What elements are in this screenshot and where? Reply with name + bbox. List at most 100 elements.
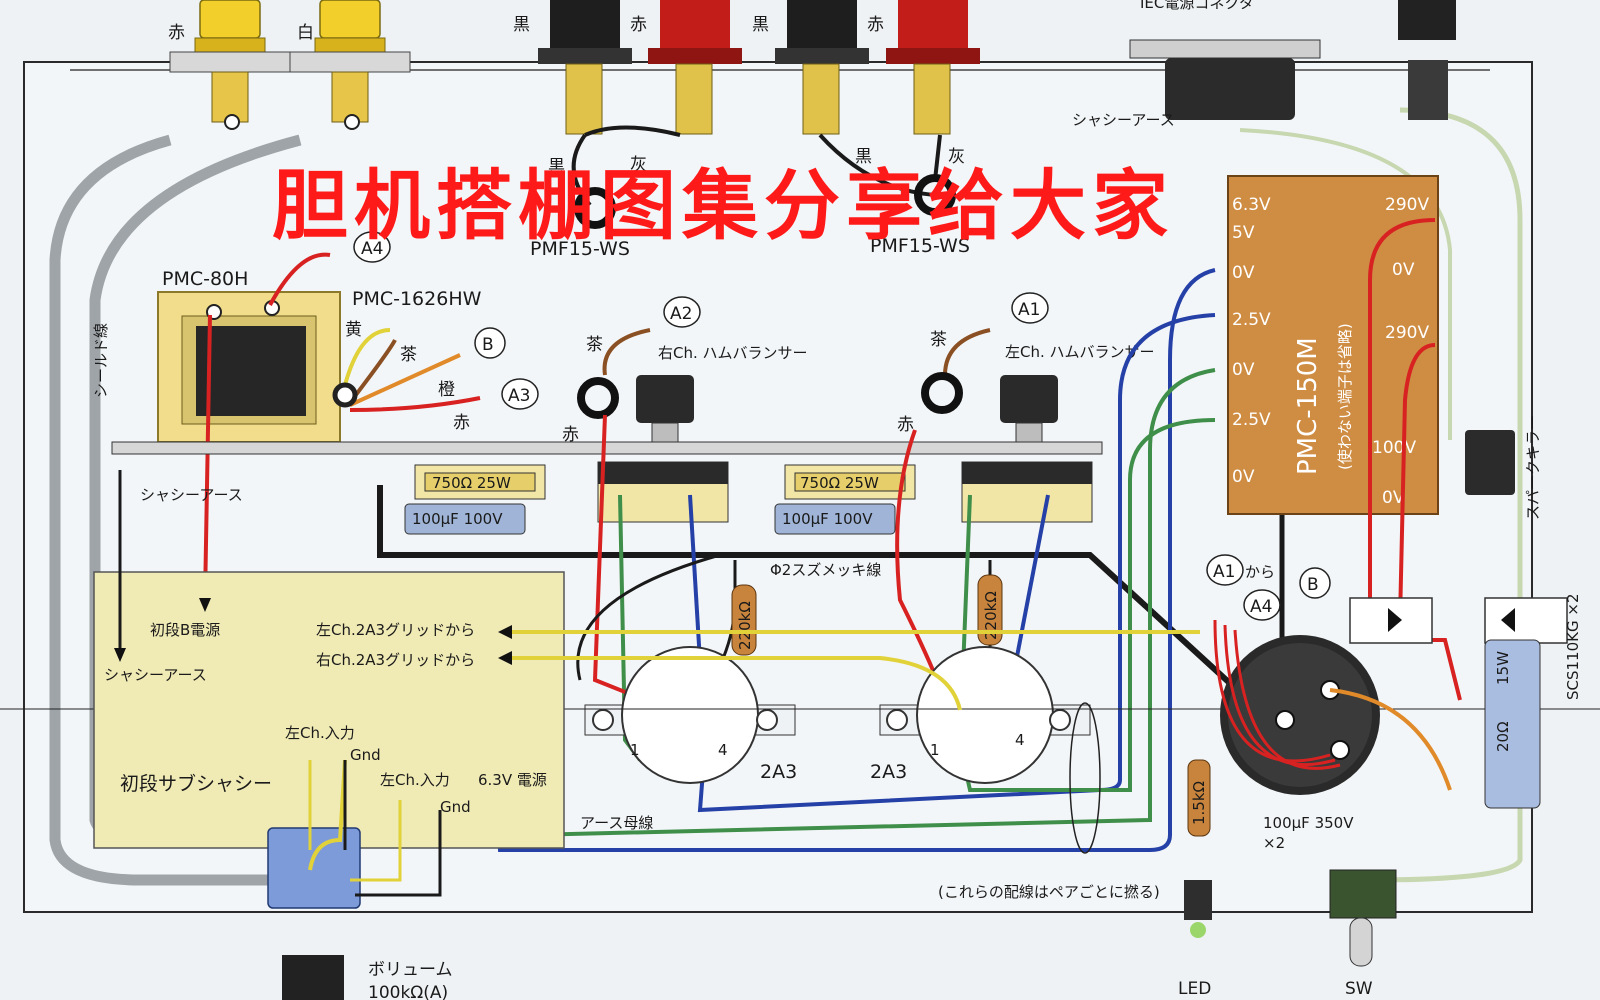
iec-inlet (1129, 39, 1321, 120)
svg-text:100V: 100V (1372, 438, 1416, 458)
cap-100u-b-label: 100μF 100V (782, 510, 873, 528)
wire-orange-label: 橙 (438, 380, 455, 400)
speaker-post-red-1 (648, 0, 742, 135)
blue-heater-wire (493, 268, 1216, 852)
svg-text:B: B (482, 335, 494, 355)
speaker-right-hai: 灰 (948, 147, 965, 167)
resistor-220k-b-label: 220kΩ (982, 591, 1000, 640)
pmc150m-transformer (1227, 175, 1439, 515)
marker-b-top: B (474, 327, 506, 359)
iec-label: IEC電源コネクタ (1140, 0, 1254, 12)
pmc1626hw-label: PMC-1626HW (352, 288, 482, 310)
green-heater-wire-2 (958, 418, 1216, 792)
svg-text:0V: 0V (1392, 260, 1415, 280)
speaker-red-1-label: 赤 (630, 15, 647, 35)
speaker-post-black-1 (538, 0, 632, 135)
rca-jack-white (289, 0, 411, 130)
sub-chassis-earth: シャシーアース (104, 666, 207, 684)
grommet-left (921, 372, 963, 414)
sub-chassis-title: 初段サブシャシー (120, 772, 272, 795)
sub-heater-supply: 6.3V 電源 (478, 771, 547, 789)
grid-wire-right-2 (576, 553, 721, 681)
marker-a4-top: A4 (353, 231, 391, 263)
rca-jack-red (169, 0, 291, 130)
diode-rectifier-1 (1349, 597, 1433, 644)
brown-right-label: 茶 (586, 335, 603, 355)
sub-left-grid: 左Ch.2A3グリッドから (316, 621, 475, 639)
volume-label: ボリューム (368, 960, 453, 980)
svg-text:A4: A4 (1250, 597, 1272, 617)
wire-red-label: 赤 (453, 413, 470, 433)
b-supply-taps (1213, 619, 1341, 770)
resistor-20-ohm (1484, 639, 1541, 809)
rca-red-label: 赤 (168, 23, 185, 43)
tube-right-pin1: 1 (930, 741, 940, 759)
ground-bus (377, 485, 1273, 723)
speaker-black-1-label: 黒 (513, 15, 530, 35)
fuse-holder (1398, 0, 1456, 120)
svg-text:0V: 0V (1232, 360, 1255, 380)
orange-supply-wire (1329, 688, 1452, 791)
res-20-label: 20Ω (1494, 721, 1512, 752)
speaker-black-2-label: 黒 (752, 15, 769, 35)
speaker-terminal-left-label: PMF15-WS (530, 238, 630, 260)
brown-wire-a1 (943, 328, 991, 376)
marker-a3: A3 (501, 378, 539, 410)
arrow-right-grid (498, 651, 512, 665)
speaker-post-red-2 (886, 0, 980, 135)
brown-left-label: 茶 (930, 330, 947, 350)
yellow-wire (343, 328, 391, 386)
svg-text:5V: 5V (1232, 223, 1255, 243)
speaker-terminal-ring-right (914, 174, 956, 216)
filter-capacitor (1220, 635, 1380, 795)
tube-socket-right (879, 646, 1091, 784)
marker-a1-from-suffix: から (1245, 563, 1275, 581)
orange-wire (349, 353, 461, 407)
resistor-750-b (784, 464, 916, 500)
spark-killer (1465, 430, 1515, 495)
b-supply-arrow (199, 598, 211, 612)
left-ch-hum-balancer-label: 左Ch. ハムバランサー (1005, 343, 1155, 361)
sub-right-grid: 右Ch.2A3グリッドから (316, 651, 475, 669)
pmc80h-label: PMC-80H (162, 268, 248, 290)
brown-wire-a2 (602, 328, 651, 376)
res-15k-label: 1.5kΩ (1190, 781, 1208, 825)
sub-chassis-panel (93, 571, 565, 849)
hv-red-wire-2 (1398, 343, 1436, 621)
sub-gnd-top: Gnd (350, 746, 381, 764)
twist-marker (1069, 702, 1101, 854)
svg-text:A4: A4 (361, 239, 383, 259)
svg-text:A3: A3 (508, 386, 530, 406)
cap-100u-a-label: 100μF 100V (412, 510, 503, 528)
tinned-wire-label: Φ2スズメッキ線 (770, 561, 881, 579)
volume-value: 100kΩ(A) (368, 983, 448, 1000)
cap-350v-qty: ×2 (1263, 834, 1285, 852)
tube-left-label: 2A3 (760, 761, 797, 783)
cap-350v-label: 100μF 350V (1263, 814, 1354, 832)
cap-100u-a (404, 503, 526, 535)
speaker-left-hai: 灰 (630, 155, 647, 175)
pmc150m-left-terminals: 6.3V 5V 0V 2.5V 0V 2.5V 0V (1232, 195, 1271, 487)
rca-white-label: 白 (297, 23, 314, 43)
grommet-right (577, 377, 619, 419)
overlay-title: 胆机搭棚图集分享给大家 (272, 161, 1174, 250)
hv-red-wire-1 (1368, 218, 1436, 620)
shield-wire-label: シールド線 (92, 323, 110, 398)
input-yellow-wire (308, 759, 347, 871)
power-cable-right (1369, 107, 1523, 883)
svg-text:A2: A2 (670, 304, 692, 324)
tube-right-label: 2A3 (870, 761, 907, 783)
resistor-220k-a-label: 220kΩ (736, 601, 754, 650)
sub-earth-bus: アース母線 (580, 814, 653, 832)
volume-pot (267, 827, 361, 1000)
green-heater-wire (528, 368, 1216, 838)
svg-text:2.5V: 2.5V (1232, 310, 1271, 330)
earth-arrow (114, 648, 126, 662)
red-left-label: 赤 (897, 415, 914, 435)
resistor-1-5k (1187, 759, 1211, 837)
svg-text:290V: 290V (1385, 195, 1429, 215)
volume-gnd-wire (355, 810, 442, 897)
svg-text:2.5V: 2.5V (1232, 410, 1271, 430)
hum-balancer-left (961, 375, 1093, 523)
